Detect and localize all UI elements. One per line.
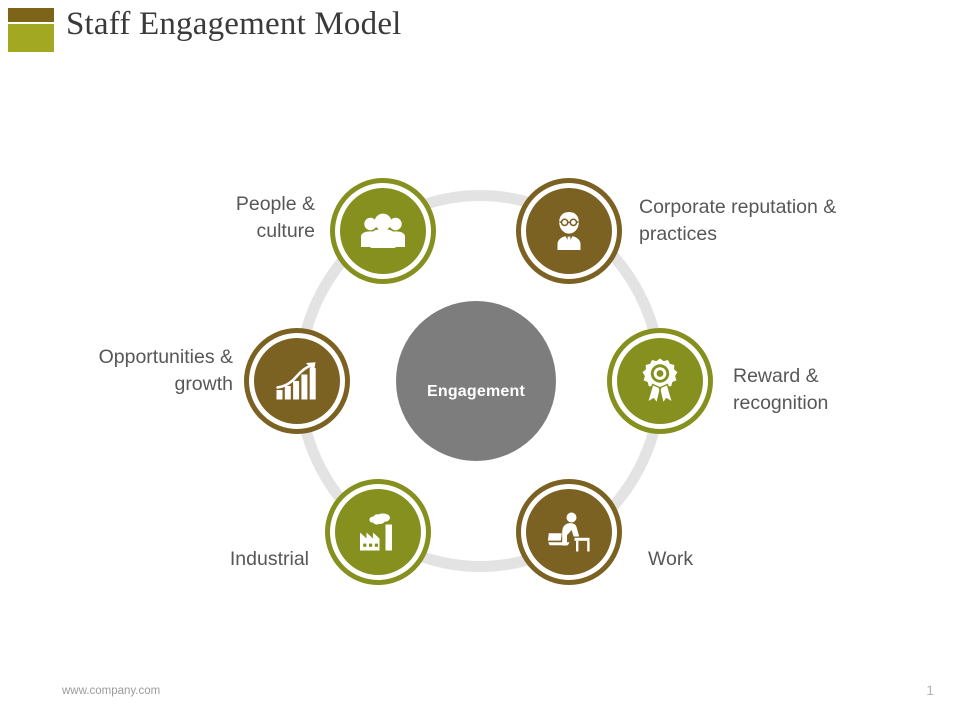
logo-bar-bottom xyxy=(8,24,54,52)
label-line-2: growth xyxy=(174,373,233,395)
logo-mark xyxy=(8,8,54,52)
growth-bar-chart-icon xyxy=(273,360,321,402)
label-people-culture: People & culture xyxy=(75,191,315,245)
label-line-1: Industrial xyxy=(229,548,309,570)
node-industrial[interactable] xyxy=(330,484,426,580)
label-opportunities-growth: Opportunities & growth xyxy=(0,344,233,398)
person-at-laptop-icon xyxy=(545,511,593,553)
center-hub-label: Engagement xyxy=(426,383,525,400)
node-inner-ring xyxy=(340,188,426,274)
label-line-1: Corporate reputation & xyxy=(639,196,837,218)
label-industrial: Industrial xyxy=(69,546,309,573)
node-work[interactable] xyxy=(521,484,617,580)
people-group-icon xyxy=(359,211,407,251)
slide-footer: www.company.com 1 xyxy=(0,680,960,720)
node-inner-ring xyxy=(617,338,703,424)
page-title: Staff Engagement Model xyxy=(66,6,402,42)
label-line-1: People & xyxy=(235,193,315,215)
slide-header: Staff Engagement Model xyxy=(0,0,960,72)
businessman-icon xyxy=(549,210,589,252)
label-line-1: Opportunities & xyxy=(98,346,233,368)
node-inner-ring xyxy=(254,338,340,424)
node-reward-recognition[interactable] xyxy=(612,333,708,429)
logo-bar-top xyxy=(8,8,54,22)
footer-page-number: 1 xyxy=(926,682,934,698)
label-reward-recognition: Reward & recognition xyxy=(733,363,953,417)
node-opportunities-growth[interactable] xyxy=(249,333,345,429)
center-hub-engagement[interactable]: Engagement xyxy=(396,301,556,461)
factory-icon xyxy=(355,510,401,554)
label-line-1: Work xyxy=(648,548,694,570)
label-line-1: Reward & xyxy=(733,365,819,387)
node-inner-ring xyxy=(526,188,612,274)
node-people-culture[interactable] xyxy=(335,183,431,279)
award-ribbon-icon xyxy=(638,357,682,405)
footer-website-url[interactable]: www.company.com xyxy=(62,685,161,697)
node-inner-ring xyxy=(526,489,612,575)
label-line-2: culture xyxy=(256,220,315,242)
label-work: Work xyxy=(648,546,848,573)
node-corporate-reputation[interactable] xyxy=(521,183,617,279)
node-inner-ring xyxy=(335,489,421,575)
label-line-2: practices xyxy=(639,223,718,245)
label-line-2: recognition xyxy=(733,392,829,414)
label-corporate-reputation: Corporate reputation & practices xyxy=(639,194,899,248)
